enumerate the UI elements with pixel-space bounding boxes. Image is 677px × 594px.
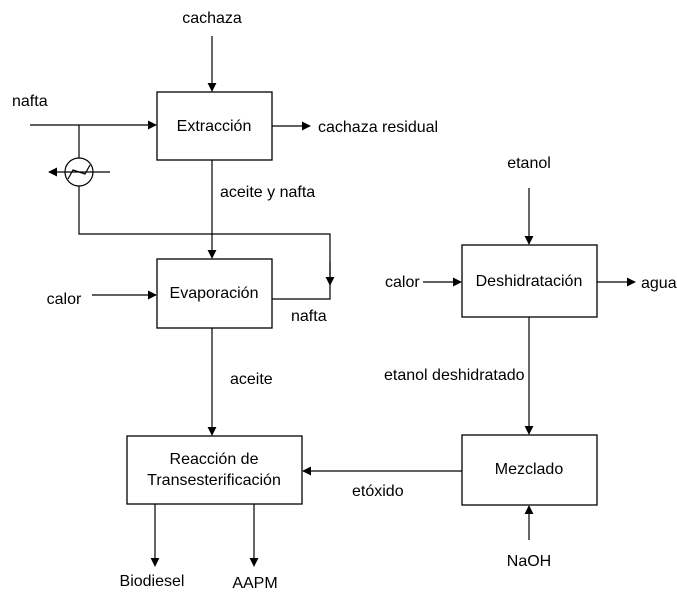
aceite-nafta-label: aceite y nafta [220,184,315,201]
dehydration-label: Deshidratación [476,273,583,290]
etanol-input-label: etanol [507,155,551,172]
evaporation-label: Evaporación [170,285,259,302]
reaction-box [126,435,303,505]
reaction-label-line2: Transesterificación [147,472,281,489]
aapm-label: AAPM [232,575,277,592]
nafta-recycle-line [78,125,331,300]
extraction-label: Extracción [177,118,252,135]
calor-evaporation-label: calor [47,291,82,308]
extraction-box [156,91,273,161]
dehydration-box [461,244,598,318]
naoh-label: NaOH [507,553,551,570]
cachaza-input-label: cachaza [182,10,242,27]
etoxido-label: etóxido [352,483,404,500]
mixing-box [461,434,598,506]
etanol-deshidratado-label: etanol deshidratado [384,367,525,384]
evaporation-box [156,258,273,329]
nafta-output-label: nafta [291,308,327,325]
reaction-label-line1: Reacción de [170,451,259,468]
aceite-label: aceite [230,371,273,388]
nafta-input-label: nafta [12,93,48,110]
cachaza-residual-label: cachaza residual [318,119,438,136]
biodiesel-label: Biodiesel [120,573,185,590]
mixing-label: Mezclado [495,461,564,478]
calor-dehydration-label: calor [385,274,420,291]
agua-label: agua [641,275,677,292]
